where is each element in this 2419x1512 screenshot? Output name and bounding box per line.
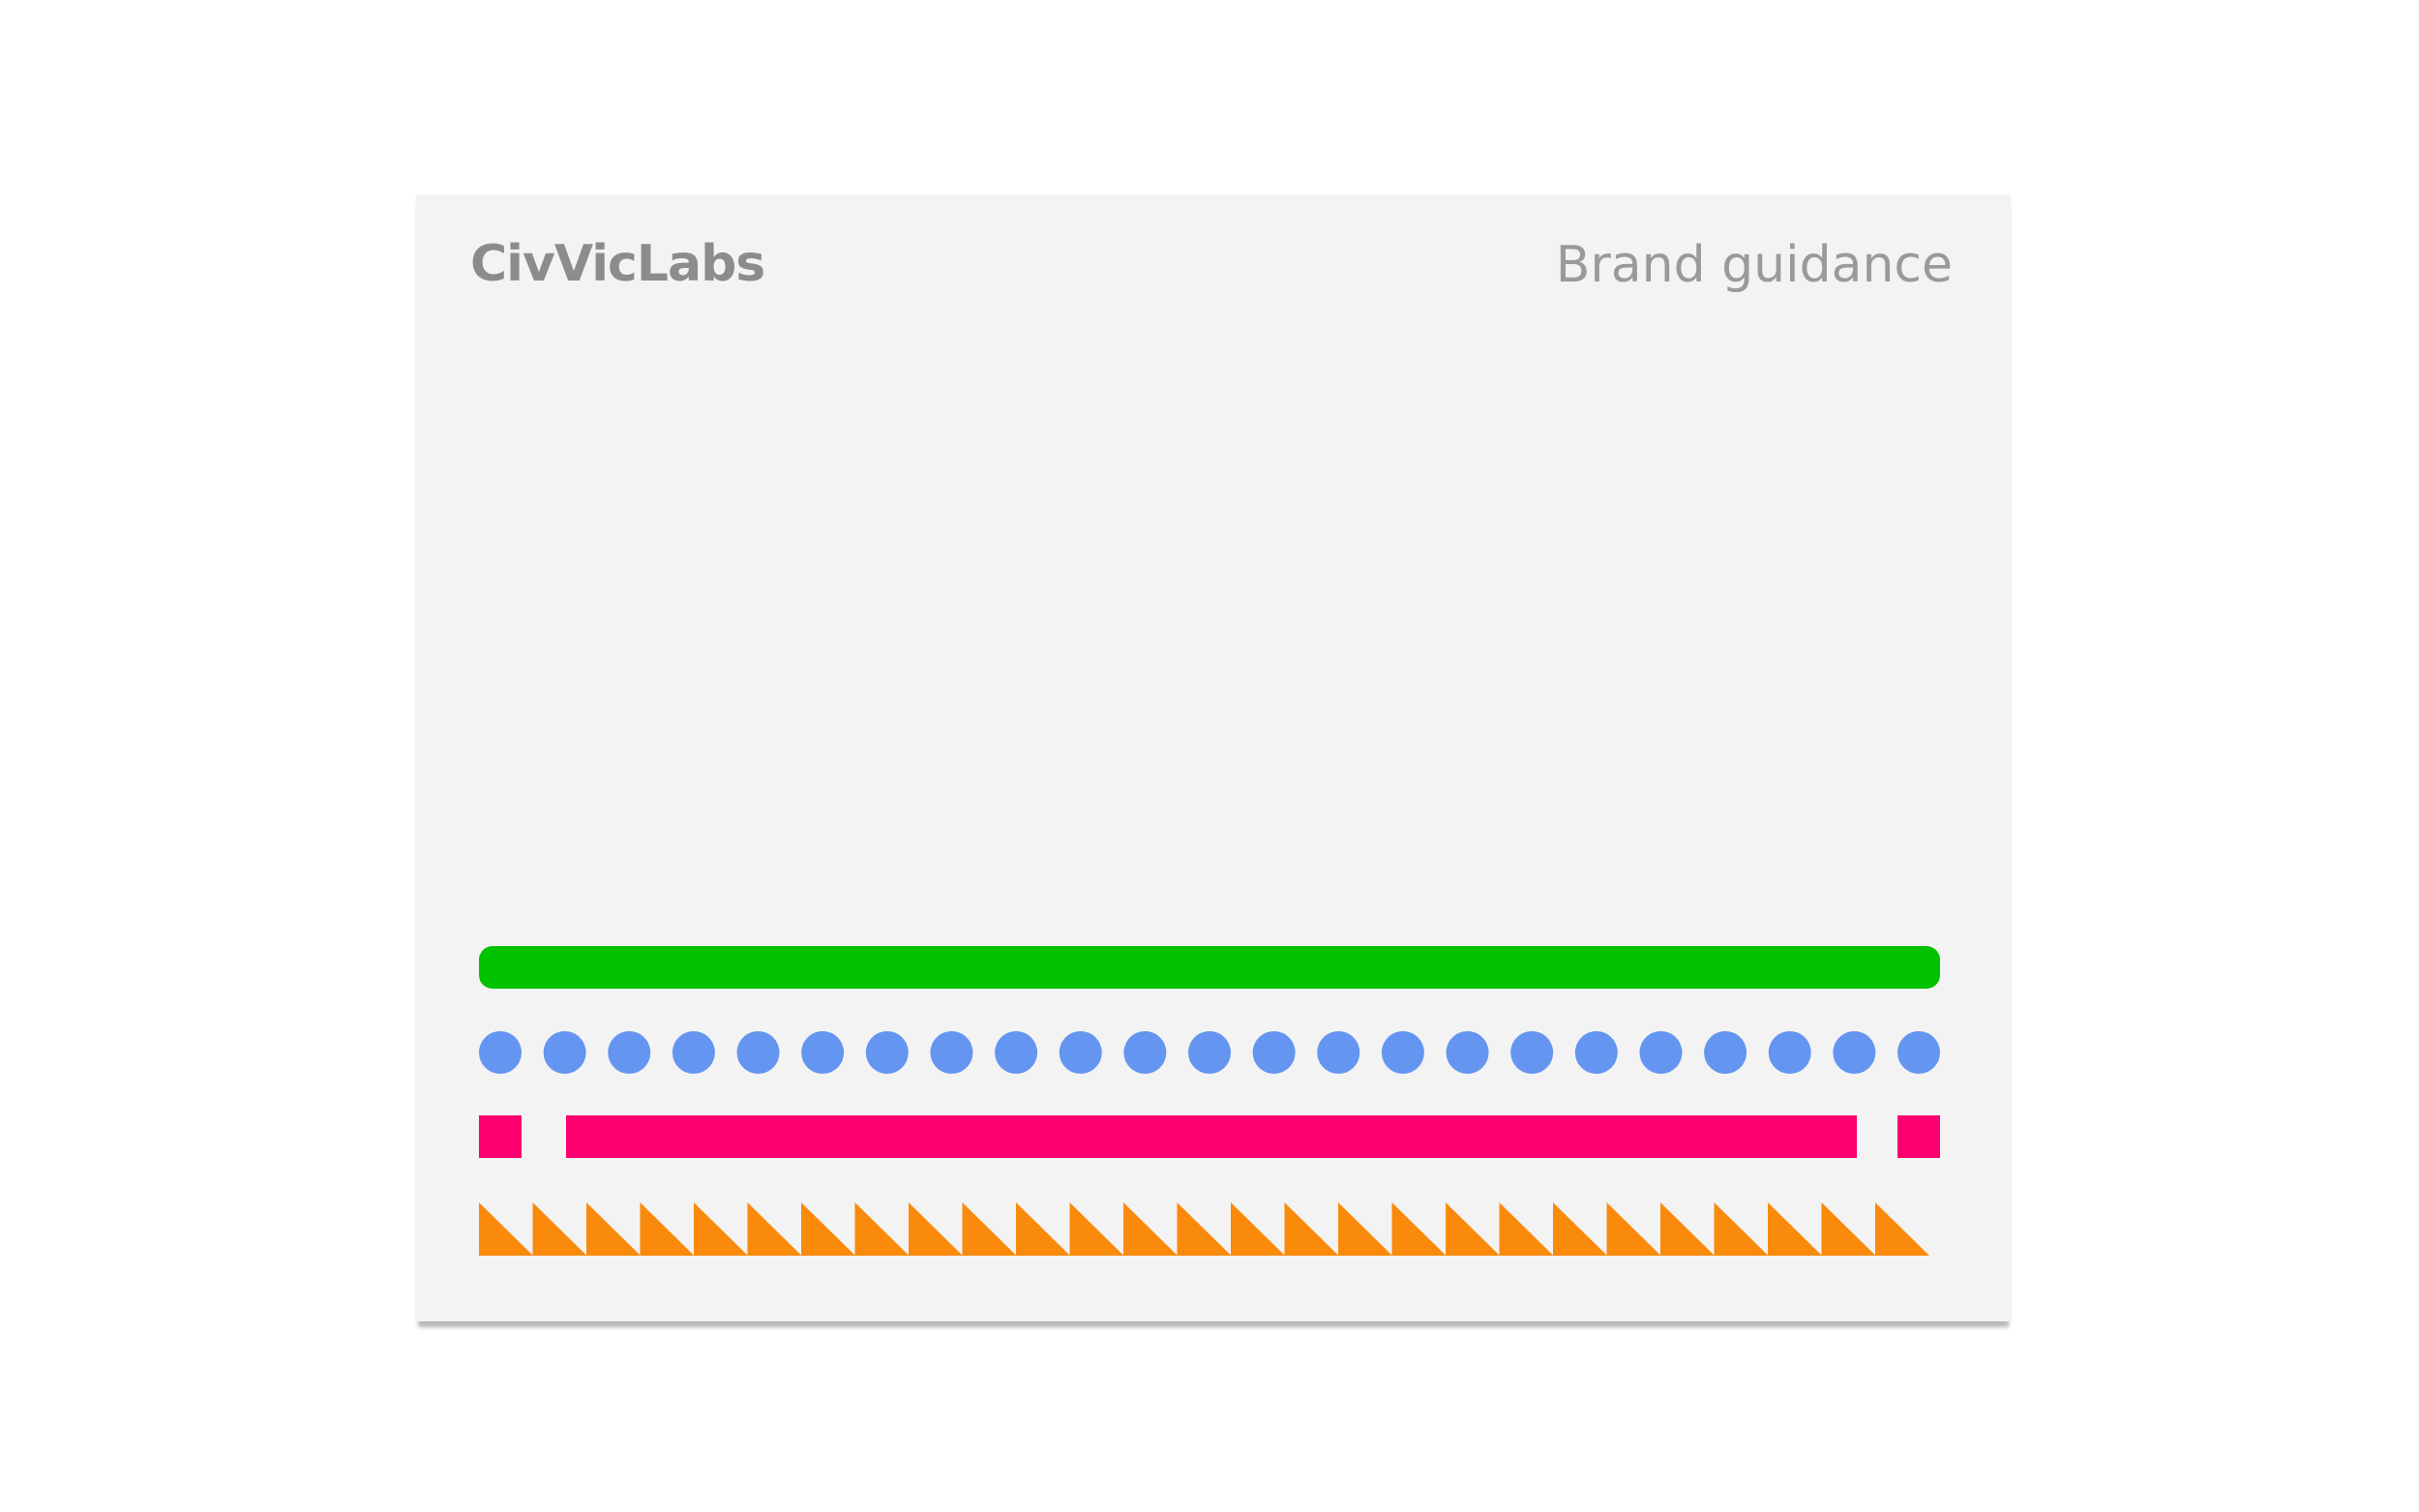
pattern-triangle — [1391, 1202, 1447, 1256]
pattern-dot — [1188, 1031, 1231, 1074]
green-line — [479, 946, 1940, 989]
pattern-dot — [672, 1031, 715, 1074]
pattern-triangle — [962, 1202, 1017, 1256]
dots-row — [479, 1031, 1940, 1074]
pattern-triangle — [854, 1202, 910, 1256]
pattern-triangle — [1821, 1202, 1876, 1256]
pattern-triangle — [640, 1202, 695, 1256]
pattern-triangle — [479, 1202, 533, 1256]
pattern-triangle — [1446, 1202, 1500, 1256]
pattern-dot — [479, 1031, 522, 1074]
pattern-dot — [801, 1031, 845, 1074]
pattern-dot — [608, 1031, 651, 1074]
pattern-dot — [1123, 1031, 1167, 1074]
pattern-triangle — [1499, 1202, 1554, 1256]
pattern-dot — [1704, 1031, 1747, 1074]
pattern-triangle — [1177, 1202, 1232, 1256]
pattern-triangle — [909, 1202, 963, 1256]
pattern-triangle — [1231, 1202, 1285, 1256]
pattern-dot — [1446, 1031, 1489, 1074]
pattern-triangle — [1768, 1202, 1822, 1256]
pattern-triangle — [1553, 1202, 1607, 1256]
pink-bar-left — [479, 1115, 522, 1158]
pattern-triangle — [1284, 1202, 1339, 1256]
pattern-dot — [736, 1031, 780, 1074]
pattern-dot — [1639, 1031, 1683, 1074]
pattern-triangle — [1338, 1202, 1392, 1256]
pattern-dot — [1059, 1031, 1102, 1074]
pattern-triangle — [1069, 1202, 1124, 1256]
triangles-row — [479, 1202, 1929, 1256]
pattern-triangle — [532, 1202, 587, 1256]
pattern-dot — [1317, 1031, 1360, 1074]
pattern-triangle — [747, 1202, 802, 1256]
pattern-dot — [543, 1031, 586, 1074]
pattern-triangle — [586, 1202, 641, 1256]
pattern-dot — [930, 1031, 973, 1074]
pattern-triangle — [1660, 1202, 1715, 1256]
pattern-triangle — [801, 1202, 855, 1256]
pattern-triangle — [1606, 1202, 1661, 1256]
pink-bar-right — [1897, 1115, 1940, 1158]
brand-name: CivVicLabs — [470, 235, 765, 293]
pattern-dot — [1510, 1031, 1554, 1074]
pink-bar-center — [566, 1115, 1857, 1158]
pattern-dot — [1574, 1031, 1618, 1074]
bars-row — [479, 1115, 1940, 1158]
pattern-triangle — [1123, 1202, 1178, 1256]
brand-card: CivVicLabs Brand guidance — [416, 195, 2011, 1321]
pattern-dot — [995, 1031, 1038, 1074]
pattern-triangle — [694, 1202, 748, 1256]
pattern-dot — [1897, 1031, 1940, 1074]
pattern-triangle — [1016, 1202, 1070, 1256]
pattern-triangle — [1875, 1202, 1929, 1256]
brand-pattern — [479, 946, 1940, 1256]
pattern-dot — [1768, 1031, 1811, 1074]
pattern-dot — [865, 1031, 909, 1074]
card-subtitle: Brand guidance — [1555, 236, 1953, 294]
pattern-dot — [1381, 1031, 1424, 1074]
pattern-dot — [1833, 1031, 1876, 1074]
pattern-dot — [1252, 1031, 1296, 1074]
pattern-triangle — [1714, 1202, 1769, 1256]
